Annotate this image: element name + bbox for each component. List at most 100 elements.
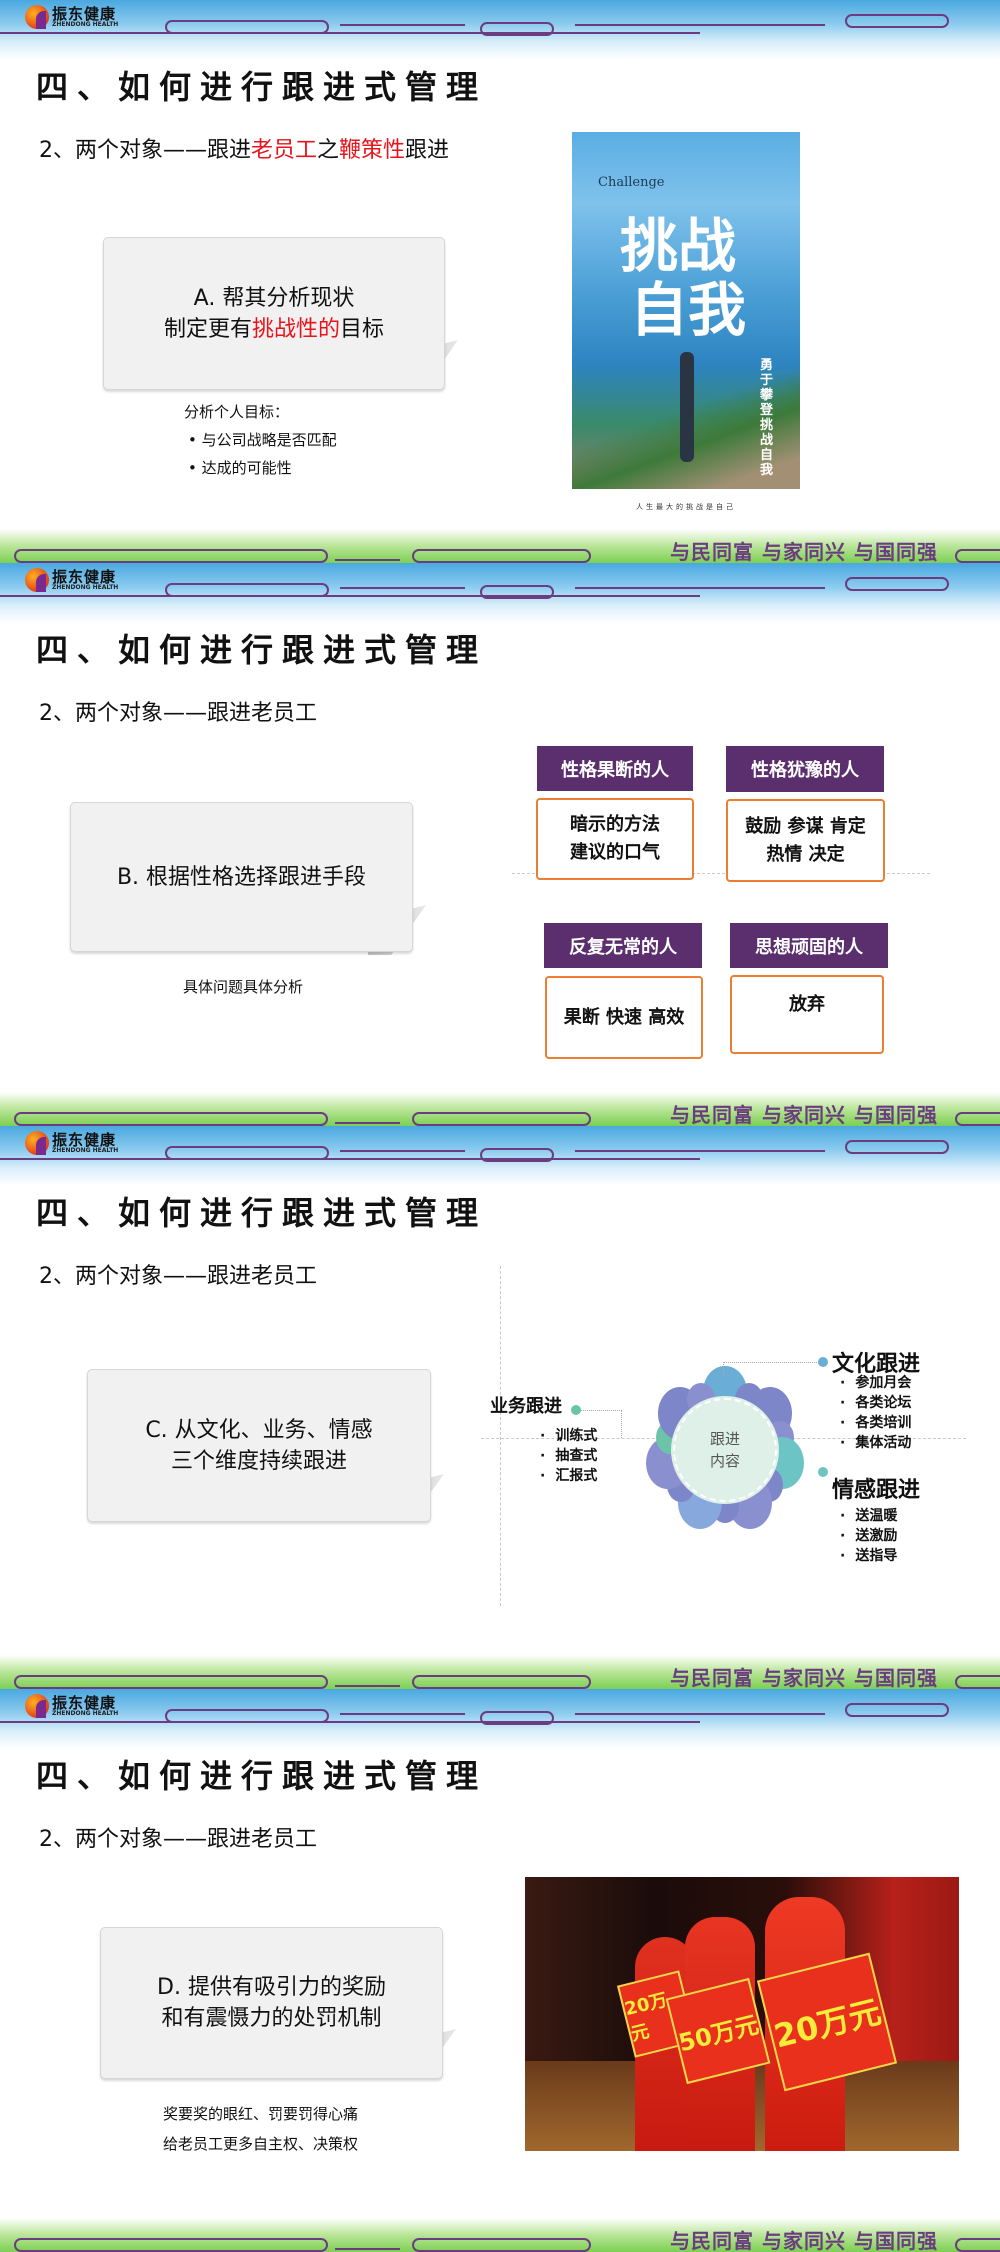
list-item: 送激励 bbox=[840, 1526, 897, 1546]
subtitle-text: 2、两个对象——跟进 bbox=[39, 138, 251, 163]
type-line: 建议的口气 bbox=[570, 842, 660, 863]
poster-headline: 挑战自我 bbox=[620, 214, 746, 342]
page-title: 四、如何进行跟进式管理 bbox=[36, 1194, 488, 1232]
divider bbox=[512, 873, 930, 874]
type-body: 暗示的方法建议的口气 bbox=[536, 798, 694, 880]
brand-motto: 与民同富 与家同兴 与国同强 bbox=[670, 2229, 938, 2252]
header-line bbox=[0, 1721, 700, 1723]
note-item: 奖要奖的眼红、罚要罚得心痛 bbox=[163, 2105, 359, 2123]
scroll-ornament bbox=[165, 1709, 329, 1723]
logo-mark-icon bbox=[25, 5, 49, 29]
emotion-dot bbox=[818, 1467, 828, 1477]
type-body: 果断 快速 高效 bbox=[545, 976, 703, 1059]
header-line bbox=[575, 1713, 825, 1715]
subtitle: 2、两个对象——跟进老员工 bbox=[39, 1264, 317, 1289]
scroll-ornament bbox=[480, 22, 554, 36]
list-item: 训练式 bbox=[540, 1426, 597, 1446]
card-highlight: 挑战性的 bbox=[251, 316, 340, 342]
note-list: 奖要奖的眼红、罚要罚得心痛 给老员工更多自主权、决策权 bbox=[163, 2099, 358, 2159]
scroll-ornament bbox=[165, 20, 329, 34]
poster-caption: 人生最大的挑战是自己 bbox=[636, 503, 736, 511]
header-line bbox=[340, 1150, 465, 1152]
scroll-ornament bbox=[14, 1675, 328, 1689]
card-line: 三个维度持续跟进 bbox=[170, 1448, 347, 1474]
header-line bbox=[0, 32, 700, 34]
logo-name-en: ZHENDONG HEALTH bbox=[52, 583, 119, 591]
business-label: 业务跟进 bbox=[490, 1396, 562, 1417]
scroll-ornament bbox=[14, 2238, 328, 2252]
subtitle: 2、两个对象——跟进老员工 bbox=[39, 701, 317, 726]
emotion-label: 情感跟进 bbox=[832, 1478, 921, 1503]
page-title: 四、如何进行跟进式管理 bbox=[36, 631, 488, 669]
type-header: 性格犹豫的人 bbox=[726, 746, 884, 792]
logo-mark-icon bbox=[25, 1131, 49, 1155]
slide-footer: 与民同富 与家同兴 与国同强 bbox=[0, 1655, 1000, 1689]
card-line: D. 提供有吸引力的奖励 bbox=[157, 1975, 386, 2000]
header-line bbox=[340, 587, 465, 589]
slide-footer: 与民同富 与家同兴 与国同强 bbox=[0, 1092, 1000, 1126]
subtitle-highlight: 老员工 bbox=[251, 138, 318, 163]
type-line: 热情 决定 bbox=[766, 843, 845, 865]
culture-dot bbox=[818, 1357, 828, 1367]
scroll-ornament bbox=[955, 549, 1000, 563]
brand-motto: 与民同富 与家同兴 与国同强 bbox=[670, 540, 938, 563]
page-title: 四、如何进行跟进式管理 bbox=[36, 68, 488, 106]
logo-name: 振东健康 bbox=[52, 4, 117, 23]
poster-label: Challenge bbox=[598, 175, 665, 190]
award-ceremony-photo: 20万元 50万元 20万元 bbox=[525, 1877, 959, 2151]
business-dot bbox=[571, 1405, 581, 1415]
card-a: A. 帮其分析现状 制定更有挑战性的目标 bbox=[103, 237, 445, 390]
header-line bbox=[575, 587, 825, 589]
list-item: 汇报式 bbox=[540, 1466, 597, 1486]
logo-name-en: ZHENDONG HEALTH bbox=[52, 20, 119, 28]
list-item: 各类论坛 bbox=[840, 1393, 911, 1413]
card-d: D. 提供有吸引力的奖励 和有震慑力的处罚机制 bbox=[100, 1927, 443, 2079]
poster-image: Challenge 挑战自我 勇于攀登 挑战自我 bbox=[572, 132, 800, 489]
scroll-ornament bbox=[14, 1112, 328, 1126]
scroll-ornament bbox=[412, 549, 591, 563]
card-c: C. 从文化、业务、情感 三个维度持续跟进 bbox=[87, 1369, 431, 1522]
type-line: 鼓励 参谋 肯定 bbox=[745, 815, 866, 837]
scroll-ornament bbox=[955, 1675, 1000, 1689]
center-circle: 跟进 内容 bbox=[673, 1398, 777, 1502]
note-item: • 与公司战略是否匹配 bbox=[188, 431, 337, 449]
card-b: B. 根据性格选择跟进手段 bbox=[70, 802, 413, 952]
scroll-ornament bbox=[845, 577, 949, 591]
logo-name: 振东健康 bbox=[52, 567, 117, 586]
slide-footer: 与民同富 与家同兴 与国同强 bbox=[0, 529, 1000, 563]
logo-name: 振东健康 bbox=[52, 1130, 117, 1149]
type-header: 思想顽固的人 bbox=[730, 923, 888, 968]
logo-name: 振东健康 bbox=[52, 1693, 117, 1712]
card-line: 和有震慑力的处罚机制 bbox=[161, 2006, 382, 2031]
subtitle-text: 之 bbox=[317, 138, 340, 163]
note: 具体问题具体分析 bbox=[183, 978, 304, 996]
scroll-ornament bbox=[955, 2238, 1000, 2252]
scroll-ornament bbox=[480, 1711, 554, 1725]
logo-name-en: ZHENDONG HEALTH bbox=[52, 1709, 119, 1717]
culture-list: 参加月会各类论坛各类培训集体活动 bbox=[840, 1373, 911, 1453]
card-text: 目标 bbox=[340, 316, 385, 342]
header-line bbox=[340, 24, 465, 26]
header-line bbox=[340, 1713, 465, 1715]
poster-headline-1: 挑战 bbox=[620, 212, 737, 280]
note-item: • 达成的可能性 bbox=[188, 459, 292, 477]
type-line: 暗示的方法 bbox=[570, 814, 660, 835]
divider-vertical bbox=[500, 1266, 501, 1606]
card-text: 制定更有 bbox=[163, 316, 252, 342]
list-item: 送温暖 bbox=[840, 1506, 897, 1526]
type-header: 性格果断的人 bbox=[537, 746, 693, 791]
header-line bbox=[575, 1150, 825, 1152]
card-line: 制定更有挑战性的目标 bbox=[164, 314, 384, 345]
subtitle: 2、两个对象——跟进老员工 bbox=[39, 1827, 317, 1852]
